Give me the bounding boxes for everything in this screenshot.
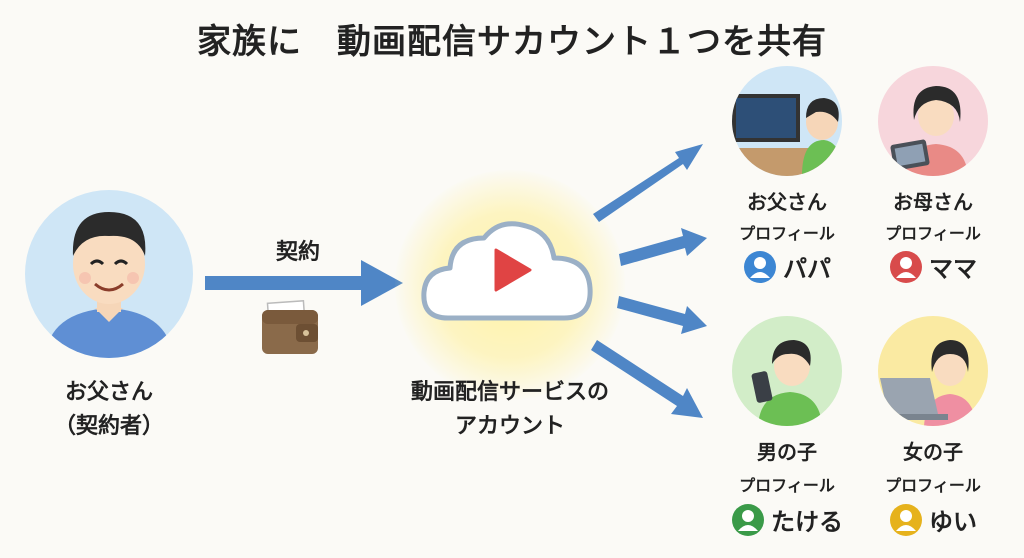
person-icon xyxy=(744,250,776,283)
play-icon xyxy=(492,248,532,292)
profile-label-girl: プロフィール xyxy=(885,476,981,495)
contract-arrow xyxy=(205,258,405,308)
member-name-girl: 女の子 xyxy=(903,440,963,464)
person-icon xyxy=(732,503,764,536)
share-arrow-4 xyxy=(591,340,703,418)
contract-arrow-label: 契約 xyxy=(275,240,320,265)
member-avatar-dad xyxy=(732,66,842,176)
tablet-icon xyxy=(878,66,988,176)
phone-icon xyxy=(732,316,842,426)
profile-badge-dad[interactable]: パパ xyxy=(712,249,862,284)
service-label-line2: アカウント xyxy=(454,414,565,439)
tv-icon xyxy=(732,66,842,176)
profile-name-dad: パパ xyxy=(783,255,831,283)
profile-name-mom: ママ xyxy=(929,255,977,283)
page-title: 家族に 動画配信サカウント１つを共有 xyxy=(197,22,827,62)
share-arrows xyxy=(585,130,715,430)
contractor-name: お父さん xyxy=(64,380,153,405)
profile-label-mom: プロフィール xyxy=(885,224,981,243)
service-label-line1: 動画配信サービスの xyxy=(410,380,609,405)
wallet-icon xyxy=(258,300,322,358)
share-arrow-3 xyxy=(617,296,707,334)
member-avatar-girl xyxy=(878,316,988,426)
member-name-mom: お母さん xyxy=(893,190,973,214)
member-name-boy: 男の子 xyxy=(757,440,817,464)
member-name-dad: お父さん xyxy=(747,190,827,214)
contractor-role: （契約者） xyxy=(53,414,164,439)
share-arrow-2 xyxy=(619,228,707,266)
person-icon xyxy=(25,190,193,358)
profile-badge-mom[interactable]: ママ xyxy=(858,249,1008,284)
contractor-avatar xyxy=(25,190,193,358)
profile-name-boy: たける xyxy=(771,508,843,536)
person-icon xyxy=(890,250,922,283)
profile-badge-girl[interactable]: ゆい xyxy=(858,502,1008,537)
person-icon xyxy=(890,503,922,536)
profile-label-boy: プロフィール xyxy=(739,476,835,495)
profile-label-dad: プロフィール xyxy=(739,224,835,243)
member-avatar-boy xyxy=(732,316,842,426)
profile-name-girl: ゆい xyxy=(929,508,977,536)
profile-badge-boy[interactable]: たける xyxy=(712,502,862,537)
share-arrow-1 xyxy=(593,144,703,222)
member-avatar-mom xyxy=(878,66,988,176)
laptop-icon xyxy=(878,316,988,426)
